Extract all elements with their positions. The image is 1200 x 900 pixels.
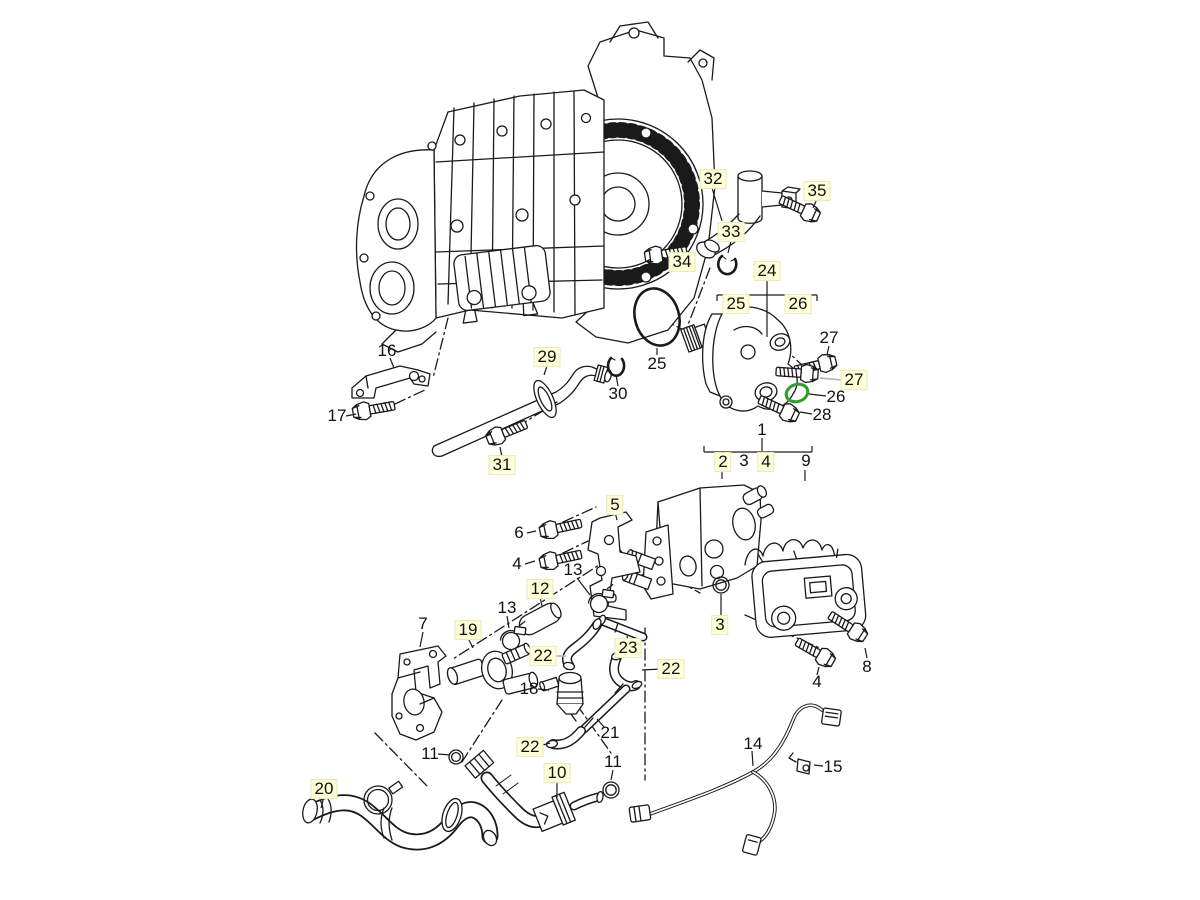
harness-connector-bottom (742, 834, 762, 856)
callout-26-2[interactable]: 26 (826, 387, 846, 407)
valve-18 (539, 671, 584, 722)
callout-27-2[interactable]: 27 (840, 370, 868, 390)
callout-5[interactable]: 5 (606, 495, 624, 515)
callout-4[interactable]: 4 (757, 452, 775, 472)
callout-32[interactable]: 32 (699, 169, 727, 189)
callout-21[interactable]: 21 (600, 723, 620, 743)
callout-22-3[interactable]: 22 (516, 737, 544, 757)
callout-11-2[interactable]: 11 (421, 744, 439, 764)
callout-6[interactable]: 6 (514, 523, 524, 543)
hose-20 (302, 780, 499, 851)
o-ring-11-right (602, 781, 620, 799)
hose-20-clamp-loop (363, 780, 404, 815)
valve-19 (446, 642, 539, 695)
callout-3-2[interactable]: 3 (711, 615, 729, 635)
bolt-6 (537, 513, 584, 542)
hose-22-lower (545, 726, 586, 750)
bracket-5 (587, 511, 641, 621)
callout-30[interactable]: 30 (608, 384, 628, 404)
bolt-17 (350, 396, 397, 423)
callout-4-3[interactable]: 4 (812, 672, 822, 692)
callout-22-2[interactable]: 22 (657, 659, 685, 679)
callout-19[interactable]: 19 (454, 620, 482, 640)
callout-12[interactable]: 12 (526, 579, 554, 599)
callout-16[interactable]: 16 (377, 341, 397, 361)
construction-line (562, 540, 589, 554)
callout-8[interactable]: 8 (862, 657, 872, 677)
clip-33 (716, 254, 738, 276)
bracket-7 (391, 645, 447, 741)
construction-line (452, 557, 611, 660)
callout-25-2[interactable]: 25 (647, 354, 667, 374)
bracket-16 (351, 365, 431, 399)
callout-33[interactable]: 33 (717, 222, 745, 242)
callout-18[interactable]: 18 (519, 679, 539, 699)
callout-10[interactable]: 10 (543, 763, 571, 783)
callout-27[interactable]: 27 (819, 328, 839, 348)
harness-connector-left (628, 804, 652, 823)
callout-9[interactable]: 9 (801, 451, 811, 471)
callout-31[interactable]: 31 (488, 455, 516, 475)
tube-21 (579, 683, 631, 734)
callout-23[interactable]: 23 (614, 638, 642, 658)
callout-22[interactable]: 22 (529, 646, 557, 666)
callout-13[interactable]: 13 (563, 560, 583, 580)
valve-body-2 (621, 484, 775, 600)
hose-22-upper (561, 618, 602, 671)
construction-line (394, 388, 428, 405)
construction-line (576, 704, 612, 754)
callout-13-2[interactable]: 13 (497, 598, 517, 618)
callout-14[interactable]: 14 (743, 734, 763, 754)
callout-7[interactable]: 7 (418, 614, 428, 634)
o-ring-26-highlighted (784, 382, 810, 404)
callout-17[interactable]: 17 (327, 406, 347, 426)
callout-24[interactable]: 24 (753, 261, 781, 281)
construction-line (432, 317, 449, 379)
callout-28[interactable]: 28 (812, 405, 832, 425)
callout-26[interactable]: 26 (784, 294, 812, 314)
filler-tube-29 (431, 364, 612, 458)
construction-line (374, 732, 428, 787)
callout-4-2[interactable]: 4 (512, 554, 522, 574)
construction-line (562, 506, 597, 523)
sleeve-12 (518, 602, 562, 636)
harness-connector-right (821, 707, 842, 727)
callout-11[interactable]: 11 (604, 752, 622, 772)
hose-10 (464, 749, 604, 833)
callout-20[interactable]: 20 (310, 779, 338, 799)
callout-2[interactable]: 2 (714, 452, 732, 472)
o-ring-25 (633, 287, 681, 347)
callout-3[interactable]: 3 (739, 451, 749, 471)
callout-34[interactable]: 34 (668, 252, 696, 272)
callout-15[interactable]: 15 (823, 757, 843, 777)
transmission-drawing (355, 21, 716, 353)
callout-1[interactable]: 1 (757, 420, 767, 440)
construction-line (459, 699, 503, 766)
o-ring-11-left (448, 749, 464, 765)
callout-35[interactable]: 35 (803, 181, 831, 201)
wiring-harness-14 (628, 703, 842, 856)
bolt-4-right (791, 633, 839, 671)
construction-line (685, 267, 711, 331)
seal-ring-30 (606, 356, 626, 378)
callout-25[interactable]: 25 (722, 294, 750, 314)
thermostat-24 (680, 306, 798, 412)
callout-29[interactable]: 29 (533, 347, 561, 367)
o-ring-3 (712, 576, 730, 594)
clip-15 (788, 752, 811, 775)
